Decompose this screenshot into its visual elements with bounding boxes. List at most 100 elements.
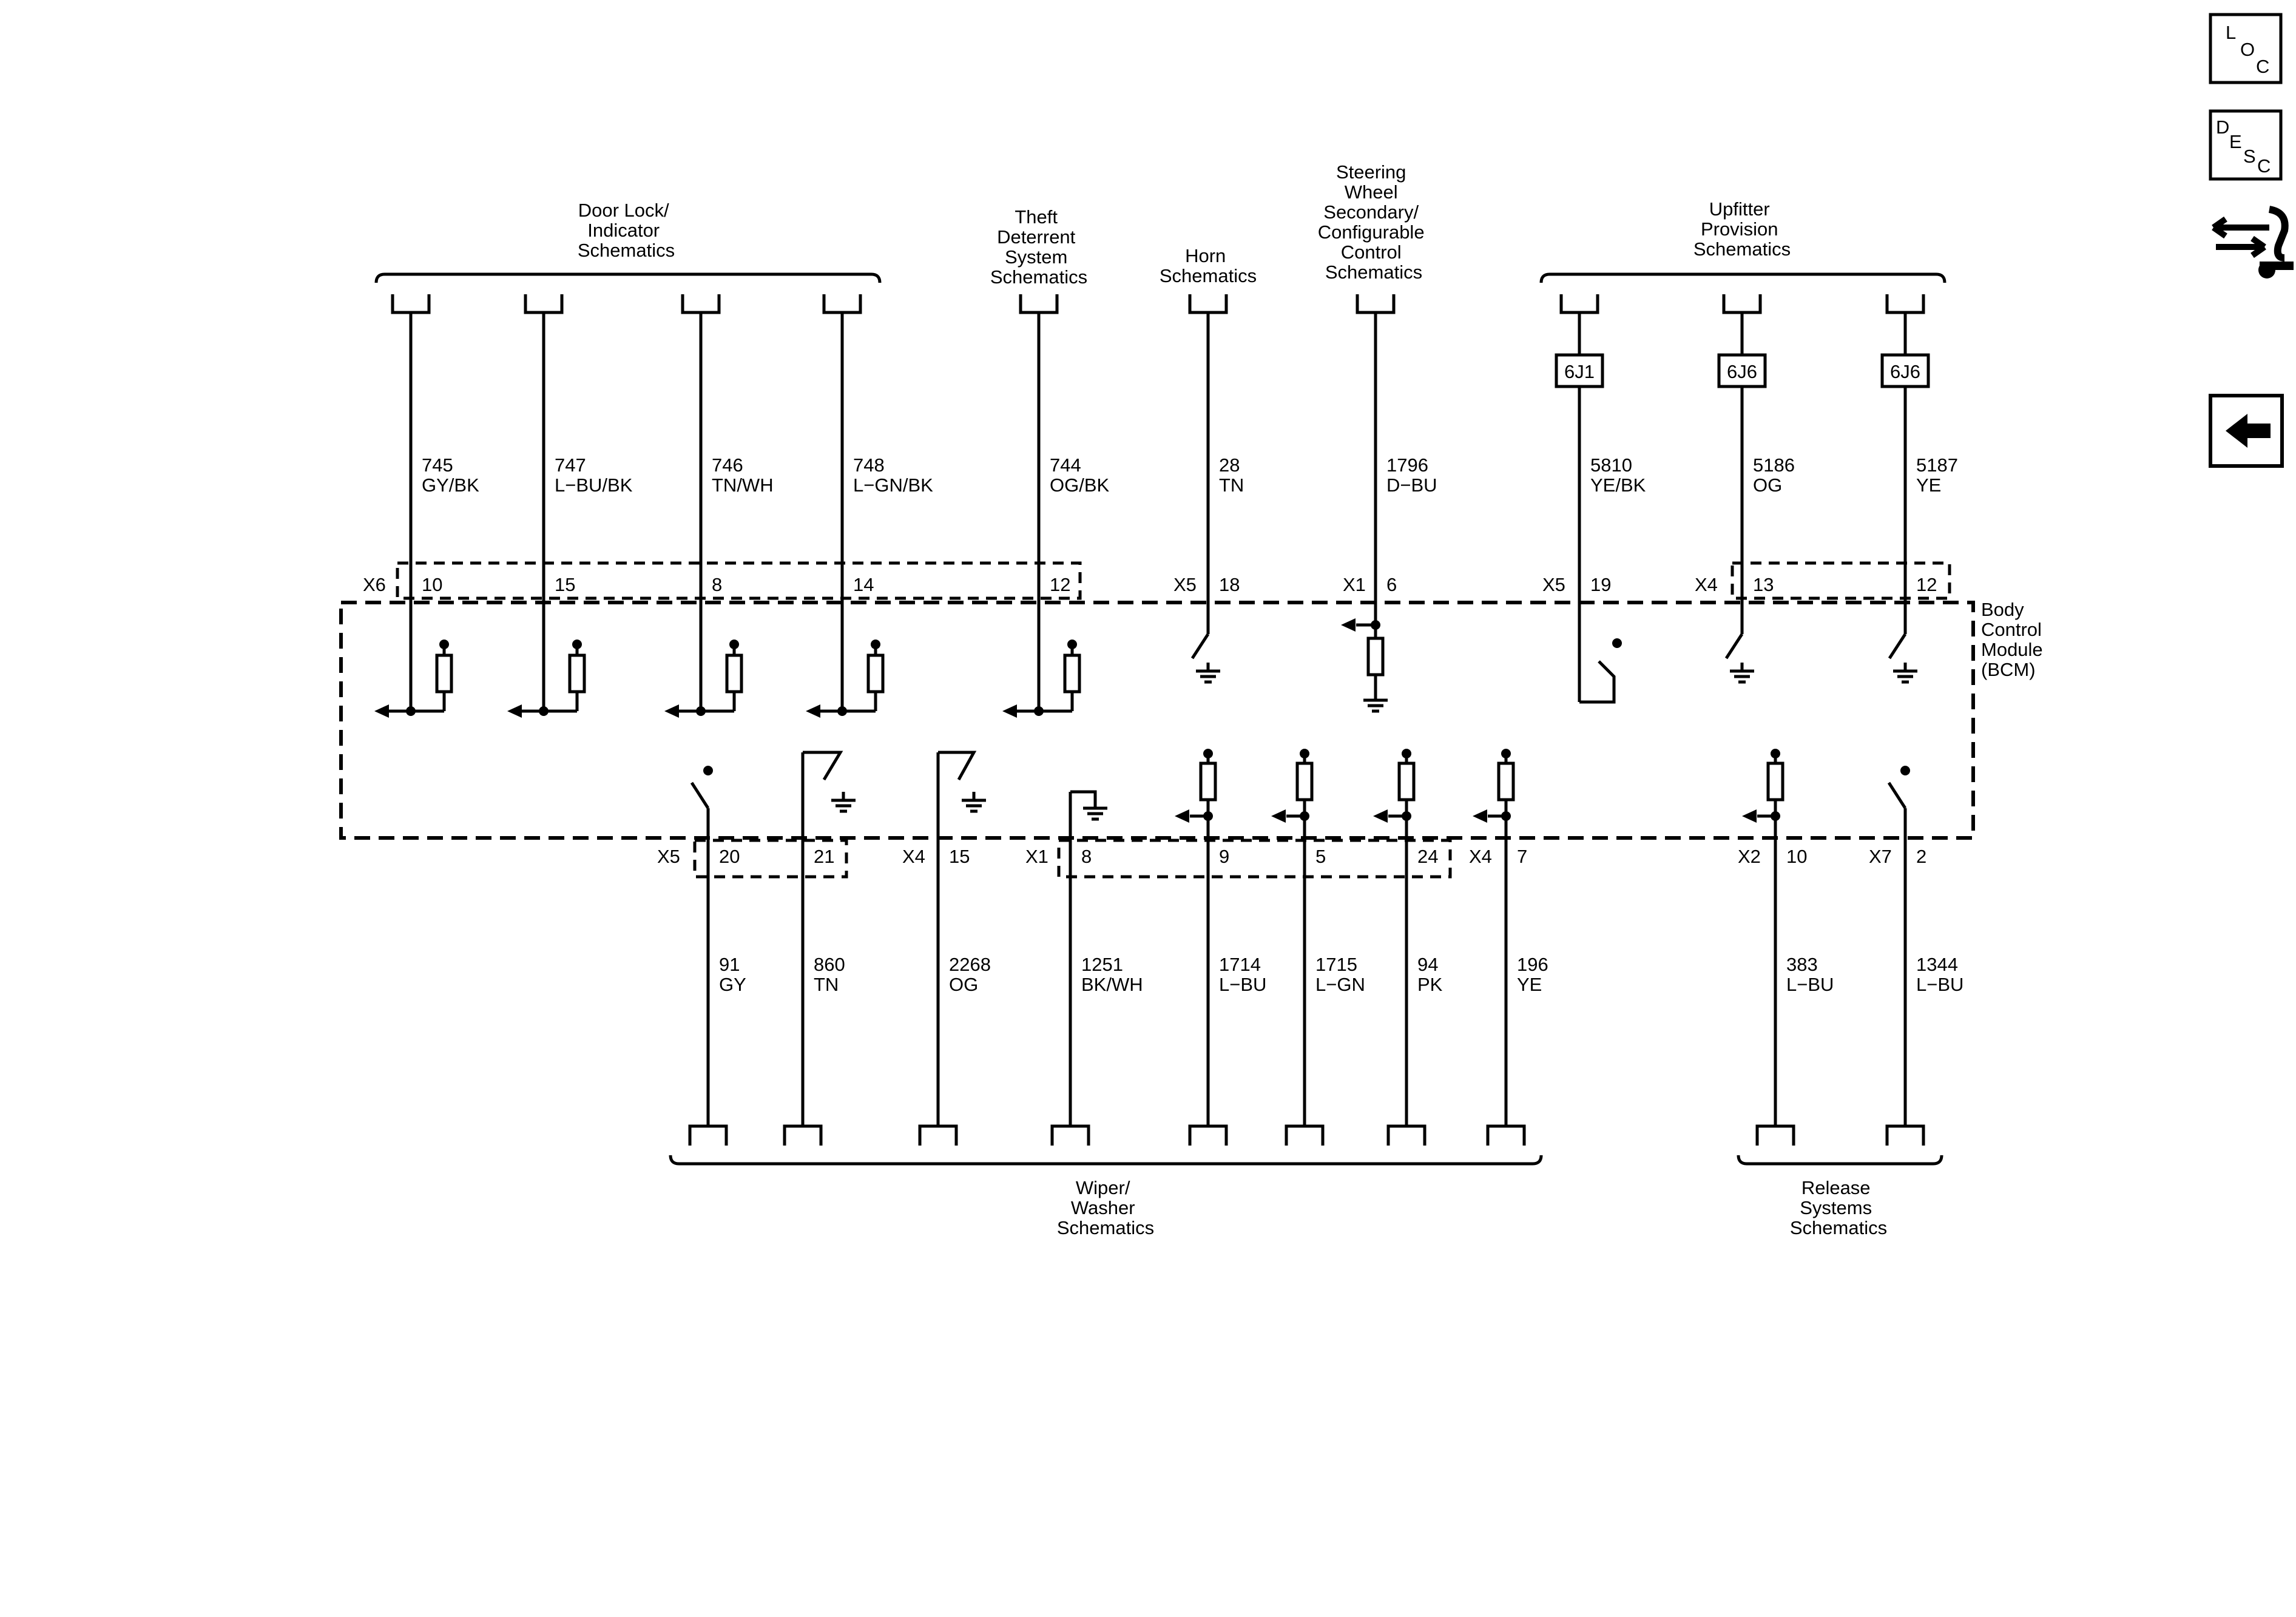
circuit-number: 747	[555, 454, 586, 476]
pin-number: 9	[1219, 846, 1229, 867]
circuit-number: 1715	[1315, 954, 1357, 975]
connector-outline	[693, 839, 848, 879]
resistor-symbol	[1295, 761, 1314, 802]
switch-symbol	[1579, 660, 1616, 704]
wire-color: L−BU	[1916, 974, 1963, 995]
terminal-symbol	[524, 294, 564, 314]
terminal-symbol	[783, 1124, 823, 1146]
arrow-icon	[374, 704, 389, 718]
back-button[interactable]	[2209, 394, 2284, 468]
pin-number: 21	[814, 846, 834, 867]
arrow-icon	[1473, 809, 1487, 823]
circuit-number: 745	[422, 454, 453, 476]
arrow-icon	[1271, 809, 1286, 823]
splice-box	[1717, 353, 1767, 388]
group-bracket	[1737, 1155, 1943, 1166]
pin-number: 18	[1219, 574, 1240, 595]
bcm-module-outline	[339, 601, 1975, 840]
arrow-icon	[1175, 809, 1189, 823]
horn-group-label: Horn Schematics	[1160, 245, 1257, 286]
circuit-number: 1251	[1081, 954, 1123, 975]
pin-number: 13	[1753, 574, 1774, 595]
circuit-number: 1344	[1916, 954, 1958, 975]
bcm-label-line: (BCM)	[1981, 659, 2036, 680]
connector-label: X1	[1025, 846, 1048, 867]
circuit-number: 196	[1517, 954, 1548, 975]
loc-button[interactable]: L O C	[2209, 13, 2283, 84]
switch-symbol	[1888, 633, 1907, 660]
wire-color: PK	[1417, 974, 1443, 995]
circuit-number: 1796	[1386, 454, 1428, 476]
wire-color: YE/BK	[1590, 474, 1646, 496]
desc-letter: D	[2216, 116, 2229, 138]
connector-label: X1	[1343, 574, 1366, 595]
terminal-symbol	[1559, 294, 1599, 314]
wire-color: L−GN	[1315, 974, 1365, 995]
junction-dot	[1900, 766, 1910, 775]
wire-color: YE	[1517, 974, 1542, 995]
terminal-symbol	[1755, 1124, 1795, 1146]
wiper-washer-group-label: Wiper/ Washer Schematics	[1057, 1177, 1154, 1238]
terminal-symbol	[391, 294, 431, 314]
wire-color: L−BU/BK	[555, 474, 633, 496]
terminal-symbol	[918, 1124, 958, 1146]
wire-color: GY/BK	[422, 474, 479, 496]
arrow-icon	[1373, 809, 1388, 823]
bcm-label-line: Control	[1981, 619, 2042, 640]
arrow-icon	[664, 704, 679, 718]
circuit-number: 94	[1417, 954, 1438, 975]
wire	[1070, 790, 1097, 800]
connector-outline	[396, 561, 1082, 600]
pin-number: 19	[1590, 574, 1611, 595]
resistor-symbol	[1766, 761, 1784, 802]
junction-dot	[1612, 638, 1622, 648]
wire-color: TN	[1219, 474, 1244, 496]
wire-color: BK/WH	[1081, 974, 1143, 995]
switch-symbol	[690, 781, 710, 809]
connector-label: X4	[1469, 846, 1492, 867]
resistor-symbol	[1366, 636, 1385, 677]
terminal-symbol	[822, 294, 862, 314]
circuit-number: 91	[719, 954, 740, 975]
loc-letter: C	[2256, 56, 2269, 77]
arrow-icon	[507, 704, 522, 718]
splice-box-label: 6J1	[1564, 361, 1595, 382]
pin-number: 8	[712, 574, 722, 595]
loc-letter: O	[2240, 39, 2255, 60]
switch-symbol	[1190, 633, 1210, 660]
wire-color: GY	[719, 974, 746, 995]
connector-wrench-icon[interactable]	[2212, 206, 2294, 279]
group-bracket	[1539, 272, 1947, 283]
bcm-label-line: Module	[1981, 639, 2043, 660]
pin-number: 8	[1081, 846, 1092, 867]
pin-number: 20	[719, 846, 740, 867]
terminal-symbol	[1722, 294, 1762, 314]
bcm-label-line: Body	[1981, 599, 2024, 620]
terminal-symbol	[1019, 294, 1059, 314]
pin-number: 15	[555, 574, 575, 595]
splice-box-label: 6J6	[1890, 361, 1920, 382]
pin-number: 6	[1386, 574, 1397, 595]
resistor-symbol	[1063, 653, 1081, 694]
connector-label: X5	[1173, 574, 1197, 595]
pin-number: 5	[1315, 846, 1326, 867]
pin-number: 15	[949, 846, 970, 867]
release-systems-group-label: Release Systems Schematics	[1790, 1177, 1887, 1238]
connector-label: X4	[1695, 574, 1718, 595]
group-bracket	[669, 1155, 1543, 1166]
connector-label: X5	[1542, 574, 1565, 595]
desc-letter: C	[2257, 155, 2271, 177]
pin-number: 12	[1050, 574, 1070, 595]
circuit-number: 748	[853, 454, 885, 476]
wire-color: L−BU	[1786, 974, 1834, 995]
terminal-symbol	[681, 294, 721, 314]
terminal-symbol	[1885, 1124, 1925, 1146]
switch-symbol	[938, 751, 977, 781]
resistor-symbol	[866, 653, 885, 694]
circuit-number: 860	[814, 954, 845, 975]
desc-button[interactable]: D E S C	[2209, 109, 2283, 181]
circuit-number: 746	[712, 454, 743, 476]
circuit-number: 2268	[949, 954, 991, 975]
pin-number: 10	[1786, 846, 1807, 867]
pin-number: 12	[1916, 574, 1937, 595]
